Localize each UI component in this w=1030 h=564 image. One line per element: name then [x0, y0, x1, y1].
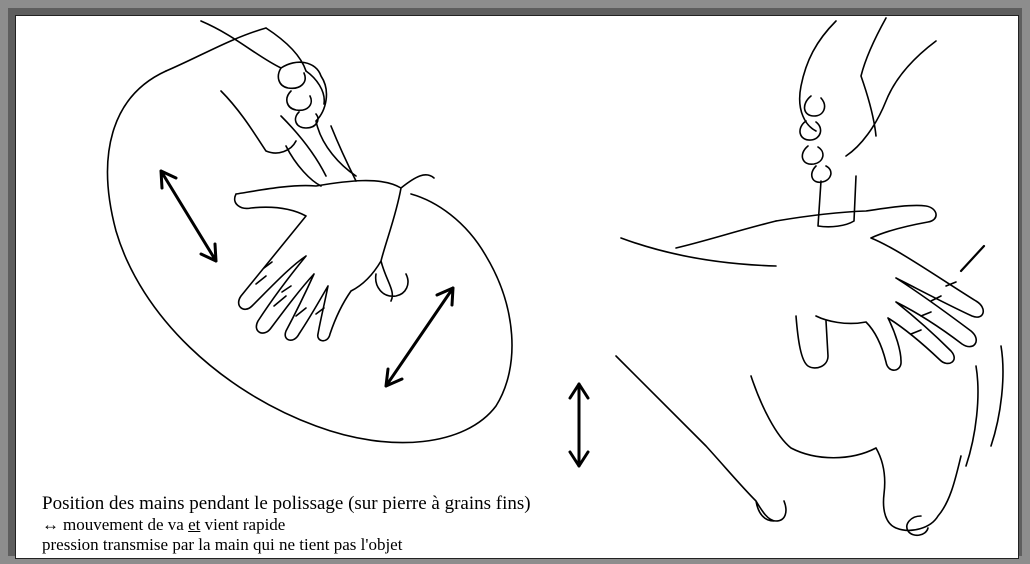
caption-line-2-et: et	[188, 515, 200, 534]
double-arrow-legend-icon: ↔	[42, 515, 59, 535]
right-arm	[621, 221, 776, 266]
right-dash	[961, 246, 984, 271]
right-legs	[616, 346, 1003, 535]
double-arrow-icon	[161, 171, 588, 466]
caption-line-2-post: vient rapide	[200, 515, 285, 534]
lower-hand	[235, 175, 434, 341]
caption-line-1: Position des mains pendant le polissage …	[42, 493, 531, 515]
right-held-object	[818, 176, 856, 227]
line-drawing	[16, 16, 1018, 558]
upper-hand	[166, 21, 356, 176]
polishing-stone	[108, 71, 512, 443]
left-drawing	[108, 21, 588, 466]
right-lower-hand	[776, 205, 983, 370]
right-drawing	[616, 18, 1003, 535]
upper-hand-fingers	[278, 68, 324, 128]
right-thumb	[796, 316, 828, 368]
illustration-panel: Position des mains pendant le polissage …	[15, 15, 1019, 559]
caption-line-2-pre: mouvement de va	[63, 515, 188, 534]
caption-line-3: pression transmise par la main qui ne ti…	[42, 535, 402, 555]
caption-line-2: ↔mouvement de va et vient rapide	[42, 515, 285, 535]
right-upper-hand	[800, 18, 936, 182]
